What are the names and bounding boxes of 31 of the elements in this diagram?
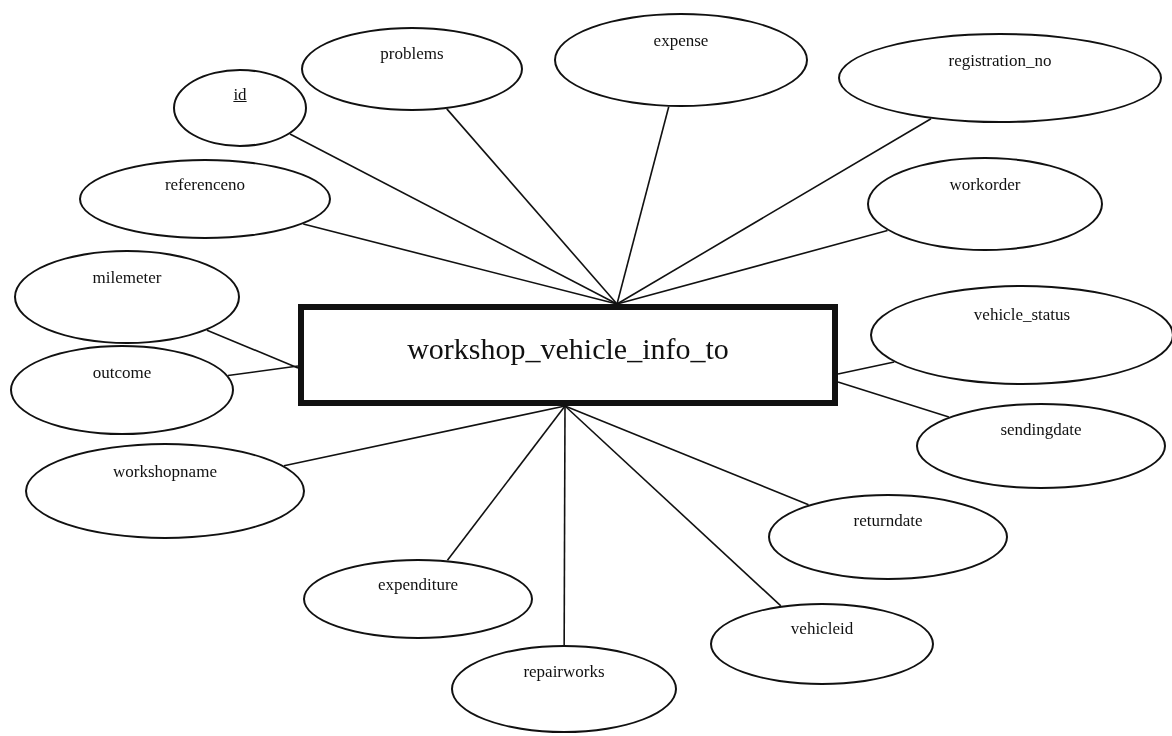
connector-line — [227, 365, 299, 377]
attribute-name: referenceno — [164, 175, 246, 195]
attribute-name: repairworks — [523, 662, 605, 682]
connector-line — [302, 223, 618, 305]
key-attribute-name: id — [233, 85, 247, 105]
entity-name: workshop_vehicle_info_to — [407, 332, 729, 366]
attribute-name: registration_no — [948, 51, 1052, 71]
connector-line — [616, 229, 889, 305]
attribute-name: outcome — [92, 363, 152, 383]
attribute-name: problems — [380, 44, 444, 64]
connector-line — [446, 108, 618, 305]
connector-line — [616, 117, 932, 305]
attribute-name: vehicleid — [790, 619, 854, 639]
attribute-name: workorder — [949, 175, 1021, 195]
entity-box — [298, 304, 838, 406]
attribute-name: sendingdate — [1000, 420, 1082, 440]
connector-line — [616, 106, 670, 305]
attribute-name: vehicle_status — [973, 305, 1071, 325]
attribute-name: expense — [653, 31, 709, 51]
connector-line — [564, 405, 810, 506]
attribute-name: milemeter — [92, 268, 162, 288]
attribute-name: returndate — [853, 511, 923, 531]
connector-line — [289, 133, 618, 305]
attribute-name: workshopname — [113, 462, 217, 482]
connector-line — [446, 405, 566, 562]
connector-line — [563, 405, 566, 646]
connector-line — [837, 381, 950, 418]
attribute-name: expenditure — [377, 575, 459, 595]
connector-line — [206, 329, 299, 369]
connector-line — [837, 361, 896, 375]
connector-line — [283, 405, 566, 467]
